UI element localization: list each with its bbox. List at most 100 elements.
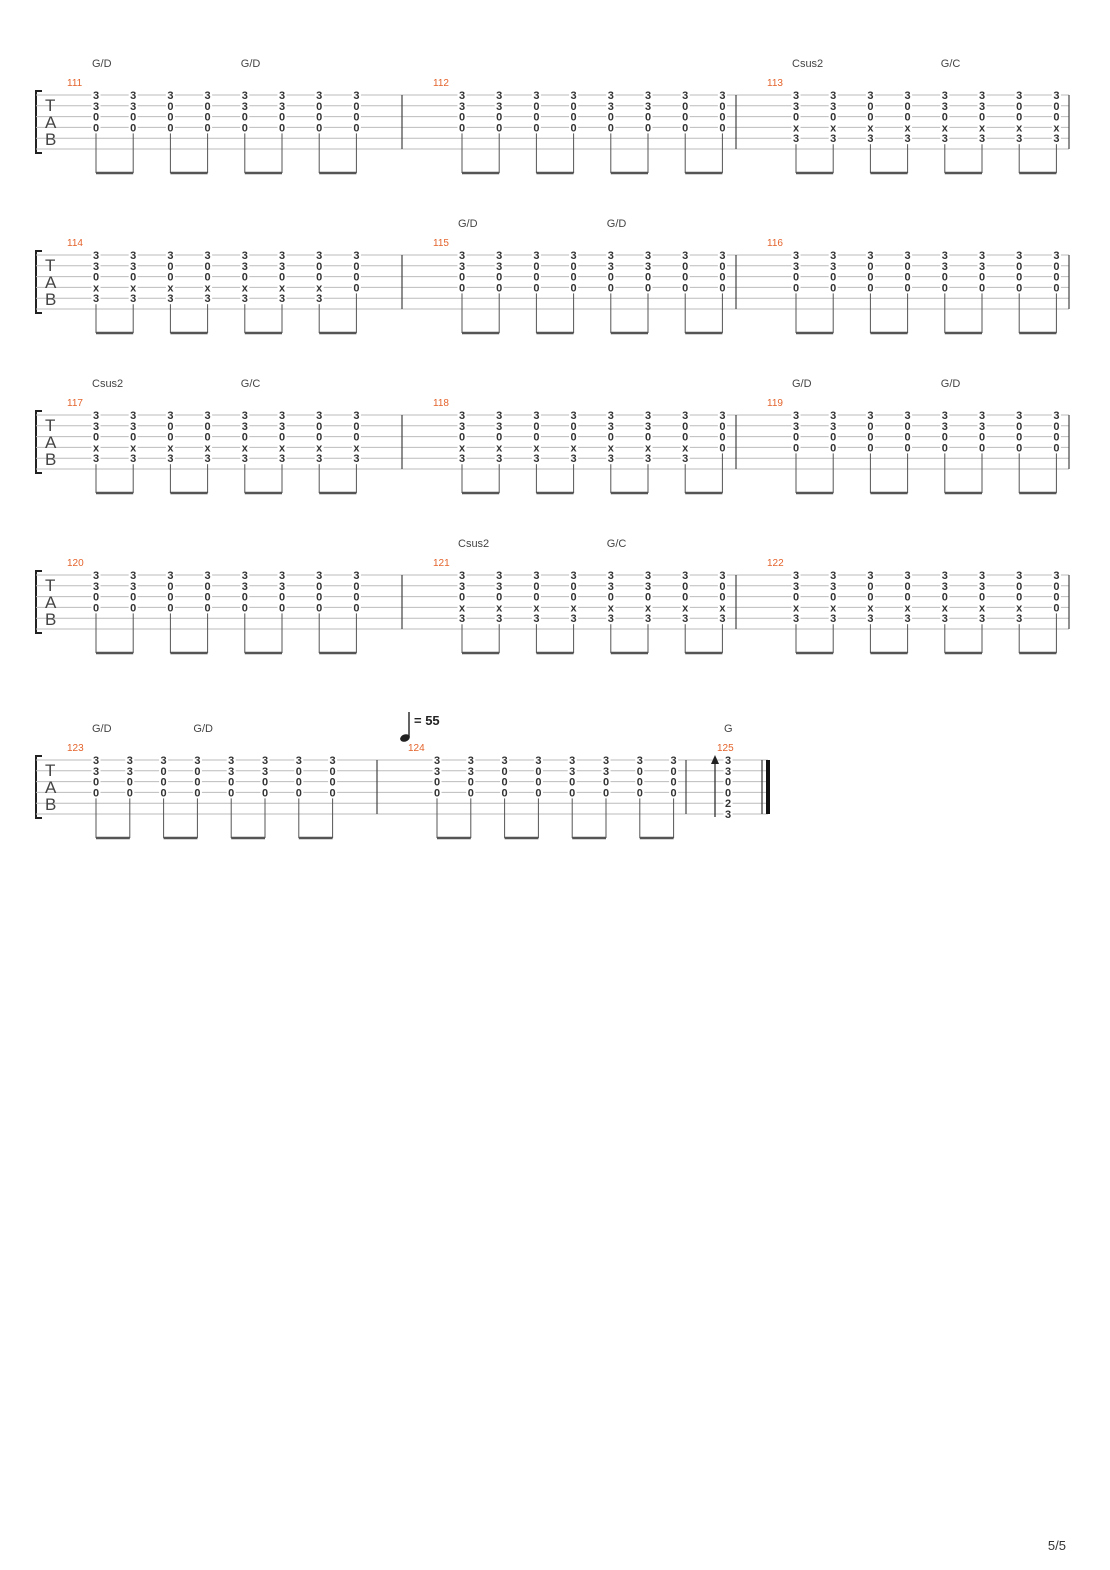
fret-backing <box>680 410 690 420</box>
fret-number: 3 <box>459 90 465 102</box>
dead-note: x <box>571 602 578 614</box>
fret-backing <box>203 250 213 260</box>
fret-backing <box>606 250 616 260</box>
fret-backing <box>125 787 135 798</box>
fret-number: 0 <box>571 272 577 284</box>
tab-clef-letter: T <box>45 96 55 115</box>
fret-number: 0 <box>867 581 873 593</box>
fret-backing <box>328 776 338 787</box>
fret-number: 0 <box>496 432 502 444</box>
dead-note: x <box>242 442 249 454</box>
tab-clef-letter: T <box>45 761 55 780</box>
fret-backing <box>203 591 213 602</box>
fret-number: 0 <box>979 272 985 284</box>
dead-note: x <box>979 602 986 614</box>
fret-number: 0 <box>353 602 359 614</box>
fret-number: 0 <box>682 432 688 444</box>
fret-number: 0 <box>242 122 248 134</box>
fret-backing <box>717 410 727 420</box>
fret-number: 0 <box>353 261 359 273</box>
fret-number: 3 <box>830 613 836 625</box>
fret-backing <box>643 442 653 453</box>
fret-number: 3 <box>1016 133 1022 145</box>
fret-number: 3 <box>608 613 614 625</box>
fret-number: 0 <box>459 112 465 124</box>
fret-backing <box>569 90 579 100</box>
fret-backing <box>1014 431 1024 442</box>
fret-backing <box>328 787 338 798</box>
fret-number: 0 <box>296 777 302 789</box>
fret-number: 0 <box>905 442 911 454</box>
fret-backing <box>351 122 361 133</box>
fret-number: 3 <box>279 293 285 305</box>
fret-number: 3 <box>793 581 799 593</box>
fret-backing <box>314 100 324 111</box>
fret-number: 0 <box>793 272 799 284</box>
fret-number: 0 <box>979 442 985 454</box>
fret-number: 3 <box>682 570 688 582</box>
fret-number: 0 <box>316 592 322 604</box>
fret-backing <box>977 133 987 144</box>
fret-backing <box>277 580 287 591</box>
fret-backing <box>457 591 467 602</box>
fret-number: 3 <box>205 250 211 262</box>
fret-backing <box>457 613 467 624</box>
fret-backing <box>977 602 987 613</box>
fret-backing <box>717 122 727 133</box>
fret-backing <box>791 580 801 591</box>
fret-number: 0 <box>296 766 302 778</box>
dead-note: x <box>867 602 874 614</box>
fret-number: 0 <box>205 421 211 433</box>
fret-backing <box>457 271 467 282</box>
fret-backing <box>606 613 616 624</box>
fret-number: 0 <box>459 272 465 284</box>
fret-backing <box>457 282 467 293</box>
fret-number: 3 <box>167 570 173 582</box>
fret-number: 3 <box>942 90 948 102</box>
fret-backing <box>277 453 287 464</box>
measure-number: 120 <box>67 558 84 569</box>
dead-note: x <box>167 282 174 294</box>
fret-number: 0 <box>167 272 173 284</box>
fret-number: 0 <box>130 122 136 134</box>
fret-backing <box>643 271 653 282</box>
fret-number: 3 <box>316 250 322 262</box>
fret-backing <box>457 122 467 133</box>
fret-number: 3 <box>942 421 948 433</box>
fret-number: 0 <box>571 581 577 593</box>
fret-number: 0 <box>608 592 614 604</box>
fret-backing <box>865 250 875 260</box>
fret-backing <box>977 431 987 442</box>
fret-backing <box>277 250 287 260</box>
fret-number: 3 <box>533 410 539 422</box>
fret-backing <box>494 453 504 464</box>
fret-number: 0 <box>161 766 167 778</box>
fret-number: 0 <box>279 122 285 134</box>
fret-backing <box>977 122 987 133</box>
fret-number: 0 <box>316 432 322 444</box>
measure-number: 123 <box>67 743 84 754</box>
fret-number: 3 <box>161 755 167 767</box>
fret-number: 3 <box>725 755 731 767</box>
fret-number: 3 <box>167 453 173 465</box>
fret-number: 3 <box>205 410 211 422</box>
fret-backing <box>635 755 645 765</box>
fret-number: 3 <box>93 421 99 433</box>
dead-note: x <box>533 442 540 454</box>
fret-backing <box>1014 133 1024 144</box>
chord-name: G/C <box>241 378 261 390</box>
fret-backing <box>717 282 727 293</box>
fret-backing <box>717 570 727 580</box>
fret-backing <box>1051 260 1061 271</box>
fret-number: 3 <box>830 90 836 102</box>
fret-backing <box>680 260 690 271</box>
fret-backing <box>165 293 175 304</box>
fret-number: 3 <box>682 453 688 465</box>
fret-number: 0 <box>167 592 173 604</box>
fret-backing <box>828 580 838 591</box>
fret-number: 0 <box>167 112 173 124</box>
fret-backing <box>226 765 236 776</box>
fret-backing <box>165 602 175 613</box>
fret-number: 3 <box>533 613 539 625</box>
